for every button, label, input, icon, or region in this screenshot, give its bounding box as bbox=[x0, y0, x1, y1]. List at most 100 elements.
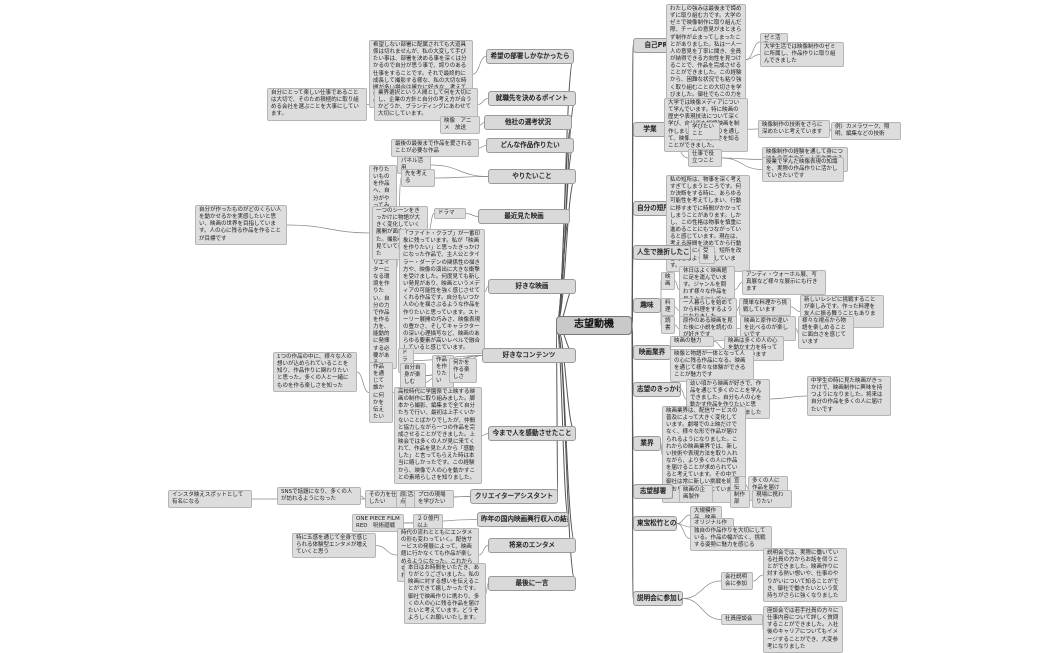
sub-topic-r7b[interactable]: 中学生の時に見た映画がきっかけで、映画制作に興味を持つようになりました。将来は自… bbox=[807, 376, 891, 416]
branch-topic-l3[interactable]: 他社の選考状況 bbox=[484, 115, 572, 130]
topic-label: 将来のエンタメ bbox=[509, 541, 555, 549]
topic-label: ONE PIECE FILM RED 呪術廻戦 bbox=[356, 516, 400, 530]
topic-label: 他社の選考状況 bbox=[504, 118, 552, 126]
sub-topic-l5b[interactable]: 先を考える bbox=[401, 169, 435, 188]
sub-topic-l6a[interactable]: ドラマ bbox=[434, 208, 466, 220]
connector-r5e bbox=[674, 306, 680, 311]
branch-topic-l9[interactable]: 今まで人を感動させたこと bbox=[488, 426, 576, 441]
branch-topic-l5[interactable]: やりたいこと bbox=[488, 169, 576, 184]
topic-label: 受験 bbox=[703, 248, 709, 262]
root-topic[interactable]: 志望動機 bbox=[556, 316, 632, 335]
connector-r5i bbox=[674, 324, 680, 329]
sub-topic-r9d[interactable]: 制作部 bbox=[730, 490, 750, 509]
topic-label: 東宝松竹との違い bbox=[637, 519, 677, 527]
branch-topic-l12[interactable]: 将来のエンタメ bbox=[488, 538, 576, 553]
sub-topic-r1c[interactable]: 大学生活では映像制作のゼミに所属し、作品作りに取り組んできました bbox=[760, 42, 844, 68]
sub-topic-l11a[interactable]: ONE PIECE FILM RED 呪術廻戦 bbox=[352, 514, 404, 533]
branch-topic-r6[interactable]: 映画業界 bbox=[633, 345, 671, 360]
sub-topic-r2e[interactable]: 仕事で役立つこと bbox=[688, 149, 722, 168]
branch-topic-r4[interactable]: 人生で挫折したこと bbox=[633, 245, 691, 260]
branch-topic-l11[interactable]: 昨年の国内映画興行収入の結果 bbox=[477, 512, 569, 527]
branch-topic-l13[interactable]: 最後に一言 bbox=[488, 576, 576, 591]
connector-l5 bbox=[555, 176, 577, 326]
sub-topic-l10b[interactable]: 原点 bbox=[396, 490, 406, 509]
sub-topic-r5i[interactable]: 原作のある映画を見た後に小説を読むのが好きです bbox=[679, 316, 737, 342]
branch-topic-l8[interactable]: 好きなコンテンツ bbox=[482, 348, 576, 363]
topic-label: 映画 bbox=[665, 274, 671, 288]
branch-topic-l10[interactable]: クリエイターアシスタント bbox=[470, 489, 558, 504]
sub-topic-r5f[interactable]: 簡単な料理から挑戦しています bbox=[739, 298, 791, 317]
sub-topic-l10d[interactable]: インスタ映えスポットとして有名になる bbox=[168, 490, 252, 509]
sub-topic-r9a[interactable]: 映画の企画製作 bbox=[679, 485, 713, 504]
branch-topic-l1[interactable]: 希望の部署しかなかったら bbox=[486, 49, 574, 64]
connector-r1c bbox=[745, 54, 761, 60]
sub-topic-l2b[interactable]: 自分にとって楽しい仕事であることは大切で、そのため積極的に取り組める会社を選ぶこ… bbox=[267, 88, 367, 121]
sub-topic-l9a[interactable]: 高校時代に学園祭で上映する映画の制作に取り組みました。脚本から撮影、編集まで全て… bbox=[394, 387, 482, 484]
connector-r5b bbox=[674, 280, 680, 290]
connector-r5g bbox=[790, 306, 801, 312]
sub-topic-r11b[interactable]: 説明会では、実際に働いている社員の方からお話を伺うことができました。映画作りに対… bbox=[763, 548, 847, 602]
branch-topic-r8[interactable]: 業界 bbox=[633, 436, 661, 451]
sub-topic-r11d[interactable]: 座談会では若手社員の方々に仕事内容について詳しく質問することができました。入社後… bbox=[763, 606, 843, 653]
sub-topic-r6a[interactable]: 映画の魅力 bbox=[670, 336, 714, 348]
sub-topic-l10c[interactable]: プロの現場を学びたい bbox=[414, 490, 454, 509]
sub-topic-l6c[interactable]: 自分が作ったものがどのくらい人を動かせるかを実感したいと思い、映画の世界を目指し… bbox=[195, 205, 287, 245]
sub-topic-l3a[interactable]: 映像 アニメ 放送 bbox=[440, 116, 480, 135]
sub-topic-l2a[interactable]: 業界選択という人間として何を大切にし、企業の方針と自分の考え方が合うかどうか、ブ… bbox=[374, 88, 478, 121]
branch-topic-l4[interactable]: どんな作品作りたい bbox=[486, 138, 574, 153]
topic-label: どんな作品作りたい bbox=[500, 141, 560, 149]
sub-topic-l13a[interactable]: 本日はお時間をいただき、ありがとうございました。私の映画に対する想いを伝えること… bbox=[404, 563, 486, 625]
topic-label: 業界選択という人間として何を大切にし、企業の方針と自分の考え方が合うかどうか、ブ… bbox=[378, 90, 472, 118]
topic-label: 業界 bbox=[640, 439, 654, 447]
branch-topic-l6[interactable]: 最近見た映画 bbox=[478, 209, 570, 224]
sub-topic-r5a[interactable]: 映画 bbox=[661, 272, 675, 291]
sub-topic-l10e[interactable]: SNSで話題になり、多くの人が訪れるようになった bbox=[277, 487, 361, 506]
branch-topic-r5[interactable]: 趣味 bbox=[633, 298, 661, 313]
sub-topic-r2d[interactable]: 例）カメラワーク、照明、編集などの技術 bbox=[831, 122, 901, 141]
sub-topic-r11a[interactable]: 会社説明会に参加 bbox=[721, 572, 753, 591]
topic-label: 制作部 bbox=[734, 492, 746, 506]
sub-topic-r5k[interactable]: 様々な視点から物語を楽しめることに面白さを感じています bbox=[798, 316, 854, 349]
sub-topic-l11b[interactable]: ２０億円以上 bbox=[413, 514, 443, 533]
sub-topic-r2g[interactable]: 授業で学んだ映像表現の知識を、実際の作品作りに活かしていきたいです bbox=[762, 157, 844, 183]
connector-l6a bbox=[465, 213, 479, 217]
sub-topic-r5h[interactable]: 読書 bbox=[661, 316, 675, 335]
topic-label: パネル活用 bbox=[401, 158, 424, 171]
sub-topic-l8f[interactable]: 1つの作品の中に、様々な人の想いが込められていることを知り、作品作りに関わりたい… bbox=[273, 352, 357, 392]
connector-r2g bbox=[721, 157, 763, 170]
sub-topic-l10a[interactable]: その力を仕事に活かしたい bbox=[365, 490, 425, 509]
topic-label: 映像と物語が一体となって人の心に残る作品になる。映画を通じて様々な体験ができるこ… bbox=[674, 351, 746, 379]
sub-topic-l8d[interactable]: 何かを作る楽しさ bbox=[449, 358, 477, 384]
sub-topic-r10c[interactable]: 独自の作品作りを大切にしている。作品の幅が広く、挑戦する姿勢に魅力を感じる bbox=[690, 526, 772, 552]
branch-topic-r9[interactable]: 志望部署 bbox=[633, 484, 673, 499]
topic-label: 社員座談会 bbox=[725, 616, 753, 622]
topic-label: 趣味 bbox=[640, 301, 654, 309]
sub-topic-r5d[interactable]: 料理 bbox=[661, 298, 675, 317]
sub-topic-r9e[interactable]: 現場に携わりたい bbox=[752, 490, 792, 509]
branch-topic-l7[interactable]: 好きな映画 bbox=[488, 279, 576, 294]
branch-topic-r11[interactable]: 説明会に参加したか bbox=[633, 591, 683, 606]
branch-topic-l2[interactable]: 就職先を決めるポイント bbox=[488, 91, 576, 106]
connector-r11c bbox=[682, 598, 722, 620]
sub-topic-l8c[interactable]: 自分自身が楽しむ bbox=[400, 363, 426, 389]
sub-topic-r2b[interactable]: 学びたいこと bbox=[688, 122, 720, 141]
topic-label: 学びたいこと bbox=[692, 124, 715, 138]
branch-topic-r2[interactable]: 学業 bbox=[633, 122, 667, 137]
sub-topic-l8e[interactable]: 作品を通じて誰かに何かを伝えたい bbox=[369, 362, 393, 424]
sub-topic-l4a[interactable]: 最後の最後まで作品を愛されることが必要な作品 bbox=[391, 139, 479, 158]
sub-topic-r4a[interactable]: 受験 bbox=[699, 246, 715, 265]
topic-label: 映像制作の技術をさらに深めたいと考えています bbox=[762, 122, 823, 136]
topic-label: その力を仕事に活かしたい bbox=[369, 492, 419, 506]
sub-topic-l12b[interactable]: 特に五感を通じて全身で感じられる体験型エンタメが増えていくと思う bbox=[292, 533, 376, 559]
branch-topic-r7[interactable]: 志望のきっかけ bbox=[633, 382, 681, 397]
sub-topic-r6c[interactable]: 映像と物語が一体となって人の心に残る作品になる。映画を通じて様々な体験ができるこ… bbox=[670, 349, 754, 382]
topic-label: 現場に携わりたい bbox=[756, 492, 784, 506]
sub-topic-r5c[interactable]: アンディ・ウォーホル展、写真展など様々な展示にも行きます bbox=[742, 270, 826, 296]
sub-topic-r2c[interactable]: 映像制作の技術をさらに深めたいと考えています bbox=[758, 120, 830, 139]
sub-topic-r11c[interactable]: 社員座談会 bbox=[721, 614, 763, 626]
topic-label: 作品を通じて誰かに何かを伝えたい bbox=[373, 364, 385, 420]
branch-topic-r10[interactable]: 東宝松竹との違い bbox=[633, 516, 677, 531]
sub-topic-l7a[interactable]: 「ファイト・クラブ」が一番印象に残っています。私が「映画を作りたい」と思ったきっ… bbox=[399, 229, 485, 355]
topic-label: 作品を作りたい bbox=[436, 357, 448, 385]
sub-topic-l5c[interactable]: 作りたいものを作品へ、自分がやってみたいことをしっかり企画し、作品化できるクリエ… bbox=[369, 165, 397, 369]
